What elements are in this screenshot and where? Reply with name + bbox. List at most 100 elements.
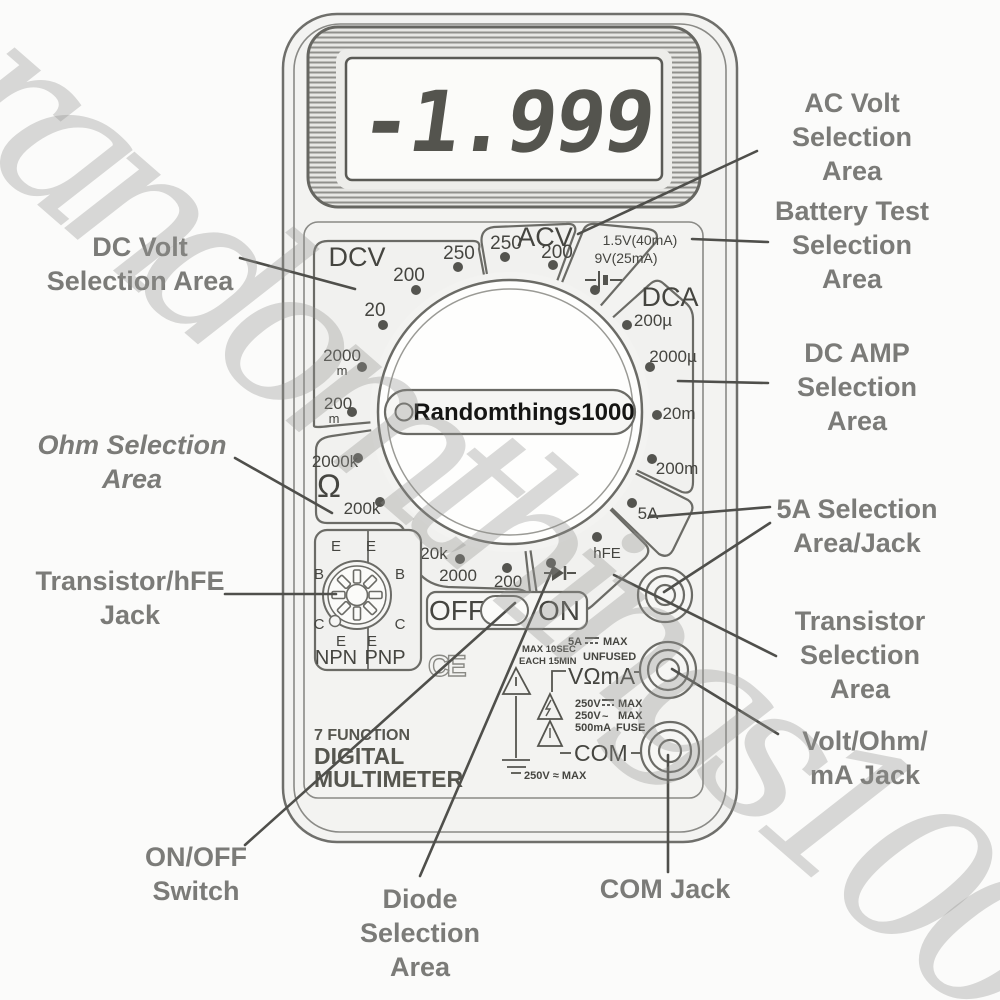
dot-ohm-200k <box>375 497 385 507</box>
ac-volt-annotation: AC Volt Selection Area <box>791 88 913 186</box>
knob-handle <box>383 388 637 436</box>
npn-label: NPN <box>315 647 357 669</box>
dot-dcv-250 <box>453 262 463 272</box>
pin-b-right: B <box>395 566 405 583</box>
dot-dca-20m <box>652 410 662 420</box>
volt-ohm-annotation: Volt/Ohm/ mA Jack <box>802 726 928 790</box>
dot-acv-200 <box>548 260 558 270</box>
socket-pin-letters: E E B B C C E E NPN PNP <box>314 538 406 669</box>
battery-9v: 9V(25mA) <box>594 250 657 266</box>
dot-ohm-2000k <box>353 453 363 463</box>
lcd-reading: -1.999 <box>354 73 659 171</box>
pin-e-bottom-right: E <box>367 633 377 650</box>
dcv-200m-unit: m <box>329 411 340 426</box>
com-max-rating: 250V ≈ MAX <box>524 770 587 782</box>
pin-e-top-right: E <box>366 538 376 555</box>
vohm-jack-label: VΩmA <box>568 663 636 689</box>
diode-pointer-line <box>418 566 555 878</box>
ohm-2000: 2000 <box>439 566 477 585</box>
ohm-section-symbol: Ω <box>317 468 341 504</box>
acv-250: 250 <box>490 233 522 254</box>
dot-ohm-200 <box>502 563 512 573</box>
5a-max-prefix: 5A <box>568 636 582 648</box>
acv-200: 200 <box>541 242 573 263</box>
switch-on-label: ON <box>538 595 580 626</box>
dca-20m: 20m <box>662 404 695 423</box>
digital-label: DIGITAL <box>314 743 404 769</box>
lcd-window <box>344 56 664 182</box>
input-jacks <box>636 566 701 782</box>
five-a-label: 5A <box>638 504 659 523</box>
ground-symbol-icon <box>502 696 530 774</box>
lcd-display: -1.999 <box>306 25 702 209</box>
vohm-bracket-line <box>551 670 566 692</box>
250v-ac-prefix: 250V <box>575 710 601 722</box>
seven-function-label: 7 FUNCTION <box>314 727 410 744</box>
5a-max-suffix: MAX <box>603 636 628 648</box>
rotary-dial-knob: Randomthings1000 <box>370 272 650 552</box>
dca-section-label: DCA <box>641 282 698 312</box>
vohm-ma-jack <box>638 640 698 700</box>
socket-key-notch <box>328 614 342 628</box>
dcv-2000m-unit: m <box>337 363 348 378</box>
dca-200m: 200m <box>656 459 699 478</box>
dot-hfe <box>592 532 602 542</box>
pin-e-bottom-left: E <box>336 633 346 650</box>
dc-symbol-icon <box>585 637 599 644</box>
five-a-jack <box>636 566 694 624</box>
dca-200u: 200µ <box>634 311 672 330</box>
transistor-hfe-socket: E E B B C C E E NPN PNP <box>314 528 423 672</box>
dcv-200: 200 <box>393 265 425 286</box>
dot-dca-200m <box>647 454 657 464</box>
panel-warnings: MAX 10SEC EACH 15MIN 5A MAX UNFUSED VΩmA… <box>501 636 645 782</box>
dcv-200m: 200 <box>324 394 352 413</box>
unfused-label: UNFUSED <box>583 651 636 663</box>
battery-pointer-line <box>690 237 770 244</box>
switch-off-label: OFF <box>429 595 485 626</box>
acv-section-label: ACV <box>517 222 573 252</box>
battery-test-annotation: Battery Test Selection Area <box>774 196 930 294</box>
dot-ohm-2000 <box>455 554 465 564</box>
knob-brand-label: Randomthings1000 <box>413 399 634 426</box>
dot-dcv-20 <box>378 320 388 330</box>
multimeter-label: MULTIMETER <box>314 766 463 792</box>
dot-battery <box>590 285 600 295</box>
diode-annotation: Diode Selection Area <box>359 884 481 982</box>
caution-triangle-icon <box>536 718 564 747</box>
250v-ac-suffix: MAX <box>618 710 643 722</box>
dca-2000u: 2000µ <box>649 347 697 366</box>
ohm-sel-pointer-line <box>233 456 334 515</box>
max10sec-label: MAX 10SEC <box>522 644 576 655</box>
transistor-jack-annotation: Transistor/hFE Jack <box>35 566 225 630</box>
dc-amp-annotation: DC AMP Selection Area <box>796 338 918 436</box>
dc-amp-pointer-line <box>676 379 770 385</box>
knob-pointer-dot <box>394 402 414 422</box>
warning-triangle-icon <box>501 666 532 695</box>
each15min-label: EACH 15MIN <box>519 656 577 667</box>
front-panel <box>303 221 704 799</box>
five-a-area-pointer-line <box>648 505 772 519</box>
transistor-sel-annotation: Transistor Selection Area <box>794 606 926 704</box>
dcv-2000m: 2000 <box>323 346 361 365</box>
five-a-annotation: 5A Selection Area/Jack <box>776 494 938 558</box>
transistor-sel-pointer-line <box>612 573 778 658</box>
com-jack-annotation: COM Jack <box>599 874 731 904</box>
pnp-label: PNP <box>364 647 405 669</box>
dot-dcv-200 <box>411 285 421 295</box>
fuse-rating: 500mA <box>575 722 611 734</box>
dcv-250: 250 <box>443 243 475 264</box>
dial-range-labels: DCV 250 200 20 2000 m 200 m ACV 250 200 … <box>312 222 699 591</box>
pin-e-top-left: E <box>331 538 341 555</box>
dot-dcv-2000m <box>357 362 367 372</box>
ac-tilde-symbol: ~ <box>602 711 609 723</box>
battery-1-5v: 1.5V(40mA) <box>603 232 678 248</box>
pin-b-left: B <box>314 566 324 583</box>
com-input-jack <box>639 720 701 782</box>
ohm-200: 200 <box>494 572 522 591</box>
annotation-pointer-lines <box>223 149 780 878</box>
ohm-sel-annotation: Ohm Selection Area <box>37 430 227 494</box>
250v-dc-suffix: MAX <box>618 698 643 710</box>
dot-diode <box>546 558 556 568</box>
